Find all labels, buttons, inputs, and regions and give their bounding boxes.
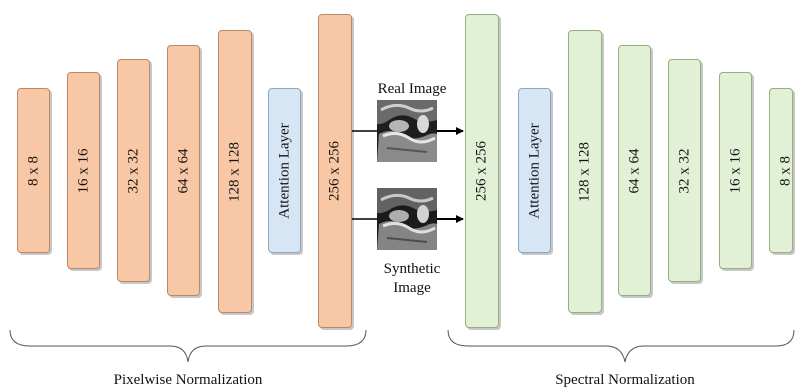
generator-group-label: Pixelwise Normalization bbox=[113, 372, 263, 388]
generator-block-64x64: 64 x 64 bbox=[167, 45, 200, 296]
real-image-caption: Real Image bbox=[377, 81, 447, 97]
caption-line-2: Image bbox=[393, 280, 431, 296]
synthetic-knee-mri-image bbox=[377, 188, 437, 250]
discriminator-block-256x256: 256 x 256 bbox=[465, 14, 499, 328]
caption-line-1: Synthetic bbox=[383, 261, 441, 277]
discriminator-brace bbox=[447, 329, 795, 363]
generator-block-16x16: 16 x 16 bbox=[67, 72, 100, 269]
discriminator-block-32x32: 32 x 32 bbox=[668, 59, 701, 282]
generator-block-128x128: 128 x 128 bbox=[218, 30, 252, 313]
generator-attention-layer: Attention Layer bbox=[268, 88, 301, 253]
synthetic-image-caption: Synthetic Image bbox=[362, 260, 462, 298]
generator-brace bbox=[9, 329, 367, 363]
discriminator-block-128x128: 128 x 128 bbox=[568, 30, 602, 313]
generator-block-256x256: 256 x 256 bbox=[318, 14, 352, 328]
discriminator-group-label: Spectral Normalization bbox=[555, 372, 695, 388]
real-knee-mri-image bbox=[377, 100, 437, 162]
discriminator-block-64x64: 64 x 64 bbox=[618, 45, 651, 296]
generator-block-32x32: 32 x 32 bbox=[117, 59, 150, 282]
discriminator-block-16x16: 16 x 16 bbox=[719, 72, 752, 269]
discriminator-attention-layer: Attention Layer bbox=[518, 88, 551, 253]
discriminator-block-8x8: 8 x 8 bbox=[769, 88, 793, 253]
generator-block-8x8: 8 x 8 bbox=[17, 88, 50, 253]
